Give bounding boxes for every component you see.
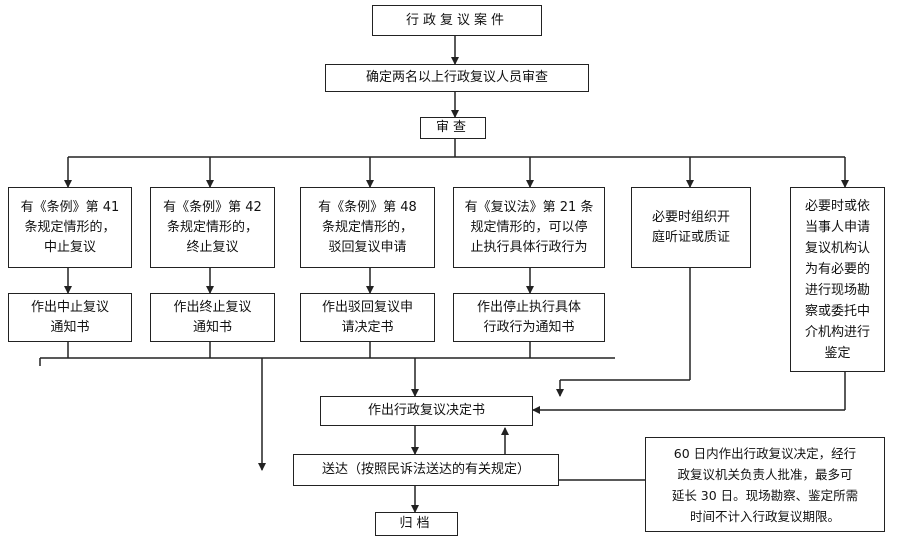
node-review: 审查: [420, 117, 486, 139]
node-stop-execution-condition: 有《复议法》第 21 条 规定情形的，可以停 止执行具体行政行为: [453, 187, 605, 268]
node-site-inspection: 必要时或依 当事人申请 复议机构认 为有必要的 进行现场勘 察或委托中 介机构进…: [790, 187, 885, 372]
node-terminate-condition: 有《条例》第 42 条规定情形的， 终止复议: [150, 187, 275, 268]
node-delivery: 送达（按照民诉法送达的有关规定）: [293, 454, 559, 486]
node-suspend-condition: 有《条例》第 41 条规定情形的， 中止复议: [8, 187, 132, 268]
node-time-limit-note: 60 日内作出行政复议决定，经行 政复议机关负责人批准，最多可 延长 30 日。…: [645, 437, 885, 532]
node-stop-execution-notice: 作出停止执行具体 行政行为通知书: [453, 293, 605, 342]
node-review-decision: 作出行政复议决定书: [320, 396, 533, 426]
node-review-staff: 确定两名以上行政复议人员审查: [325, 64, 589, 92]
node-terminate-notice: 作出终止复议 通知书: [150, 293, 275, 342]
node-hearing: 必要时组织开 庭听证或质证: [631, 187, 751, 268]
node-reject-condition: 有《条例》第 48 条规定情形的， 驳回复议申请: [300, 187, 435, 268]
node-archive: 归档: [375, 512, 458, 536]
node-case: 行政复议案件: [372, 5, 542, 36]
node-suspend-notice: 作出中止复议 通知书: [8, 293, 132, 342]
node-reject-decision: 作出驳回复议申 请决定书: [300, 293, 435, 342]
